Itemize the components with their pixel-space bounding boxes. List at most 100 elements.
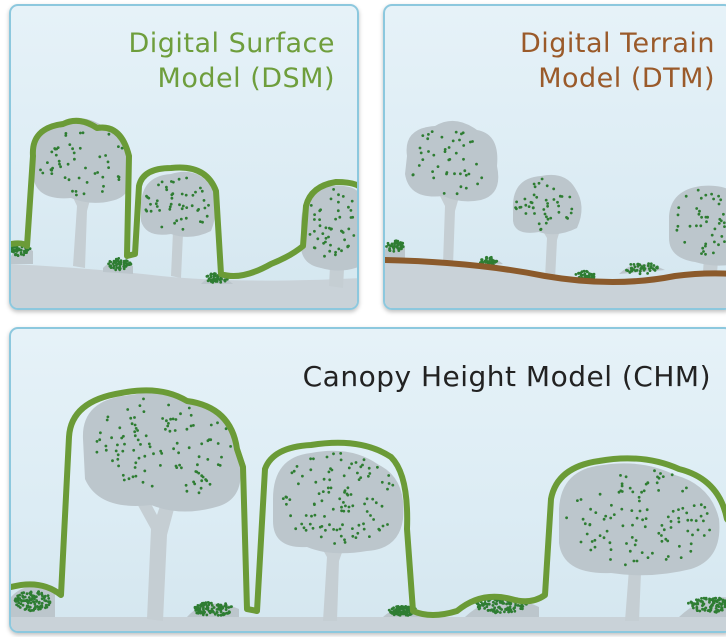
leaf-dot [98,155,102,159]
leaf-dot [197,491,201,495]
leaf-dot [332,188,335,191]
leaf-dot [709,598,713,601]
leaf-dot [530,201,534,205]
leaf-dot [500,608,503,611]
leaf-dot [695,224,698,228]
leaf-dot [695,207,699,210]
leaf-dot [442,192,446,195]
leaf-dot [440,135,444,139]
leaf-dot [40,592,44,596]
leaf-dot [579,540,583,544]
leaf-dot [101,190,104,193]
leaf-dot [686,518,690,522]
leaf-dot [386,523,389,526]
leaf-dot [524,212,528,215]
leaf-dot [341,195,345,198]
leaf-dot [711,597,715,601]
leaf-dot [21,595,25,599]
leaf-dot [655,481,659,485]
dtm-illustration [385,120,726,308]
dsm-title-line-1: Digital Surface [128,28,335,59]
leaf-dot [620,482,624,486]
leaf-dot [201,475,205,479]
leaf-dot [660,539,664,543]
leaf-dot [78,146,82,150]
leaf-dot [576,499,579,502]
leaf-dot [462,144,466,147]
leaf-dot [115,263,118,267]
leaf-dot [392,249,396,253]
leaf-dot [714,607,718,610]
leaf-dot [11,250,14,253]
leaf-dot [657,531,661,535]
leaf-dot [620,507,624,511]
leaf-dot [139,443,142,446]
leaf-dot [281,497,285,500]
leaf-dot [713,227,717,231]
leaf-dot [160,452,164,455]
leaf-dot [332,528,335,531]
leaf-dot [367,474,370,478]
leaf-dot [539,228,542,232]
leaf-dot [200,442,204,446]
leaf-dot [181,204,185,208]
leaf-dot [11,247,13,251]
leaf-dot [166,424,170,428]
leaf-dot [531,206,535,210]
leaf-dot [18,606,22,609]
leaf-dot [362,522,365,526]
leaf-dot [610,503,613,507]
leaf-dot [447,146,451,149]
leaf-dot [427,133,430,136]
leaf-dot [359,476,363,479]
dsm-tree-2 [140,171,216,278]
dtm-panel: Digital Terrain Model (DTM) [383,4,726,310]
leaf-dot [363,502,366,506]
leaf-dot [652,264,656,267]
leaf-dot [478,606,482,610]
leaf-dot [516,604,520,607]
leaf-dot [210,604,214,607]
leaf-dot [697,212,701,216]
leaf-dot [340,229,343,233]
leaf-dot [546,202,549,205]
dtm-tree-1 [405,120,499,266]
leaf-dot [471,140,474,143]
leaf-dot [356,471,359,475]
leaf-dot [201,220,204,224]
leaf-dot [350,199,354,203]
leaf-dot [717,243,720,247]
leaf-dot [685,511,689,515]
leaf-dot [565,516,568,520]
leaf-dot [79,131,82,135]
leaf-dot [557,204,560,208]
leaf-dot [27,599,31,603]
leaf-dot [328,249,332,253]
leaf-dot [557,210,561,214]
leaf-dot [317,492,321,495]
chm-tree-1 [82,392,241,621]
leaf-dot [14,252,17,256]
leaf-dot [37,607,40,611]
leaf-dot [699,514,703,518]
leaf-dot [392,244,396,248]
leaf-dot [18,597,22,600]
leaf-dot [99,431,102,435]
leaf-dot [720,603,723,607]
leaf-dot [224,427,228,431]
leaf-dot [185,206,189,210]
leaf-dot [101,175,105,179]
leaf-dot [460,132,463,136]
leaf-dot [347,505,351,509]
leaf-dot [227,606,231,609]
leaf-dot [308,522,312,526]
leaf-dot [339,458,343,462]
leaf-dot [212,606,216,609]
leaf-dot [102,184,105,188]
leaf-dot [136,429,139,432]
leaf-dot [129,416,133,420]
leaf-dot [25,592,29,596]
leaf-dot [104,154,107,157]
leaf-dot [328,226,331,230]
leaf-dot [40,597,44,601]
